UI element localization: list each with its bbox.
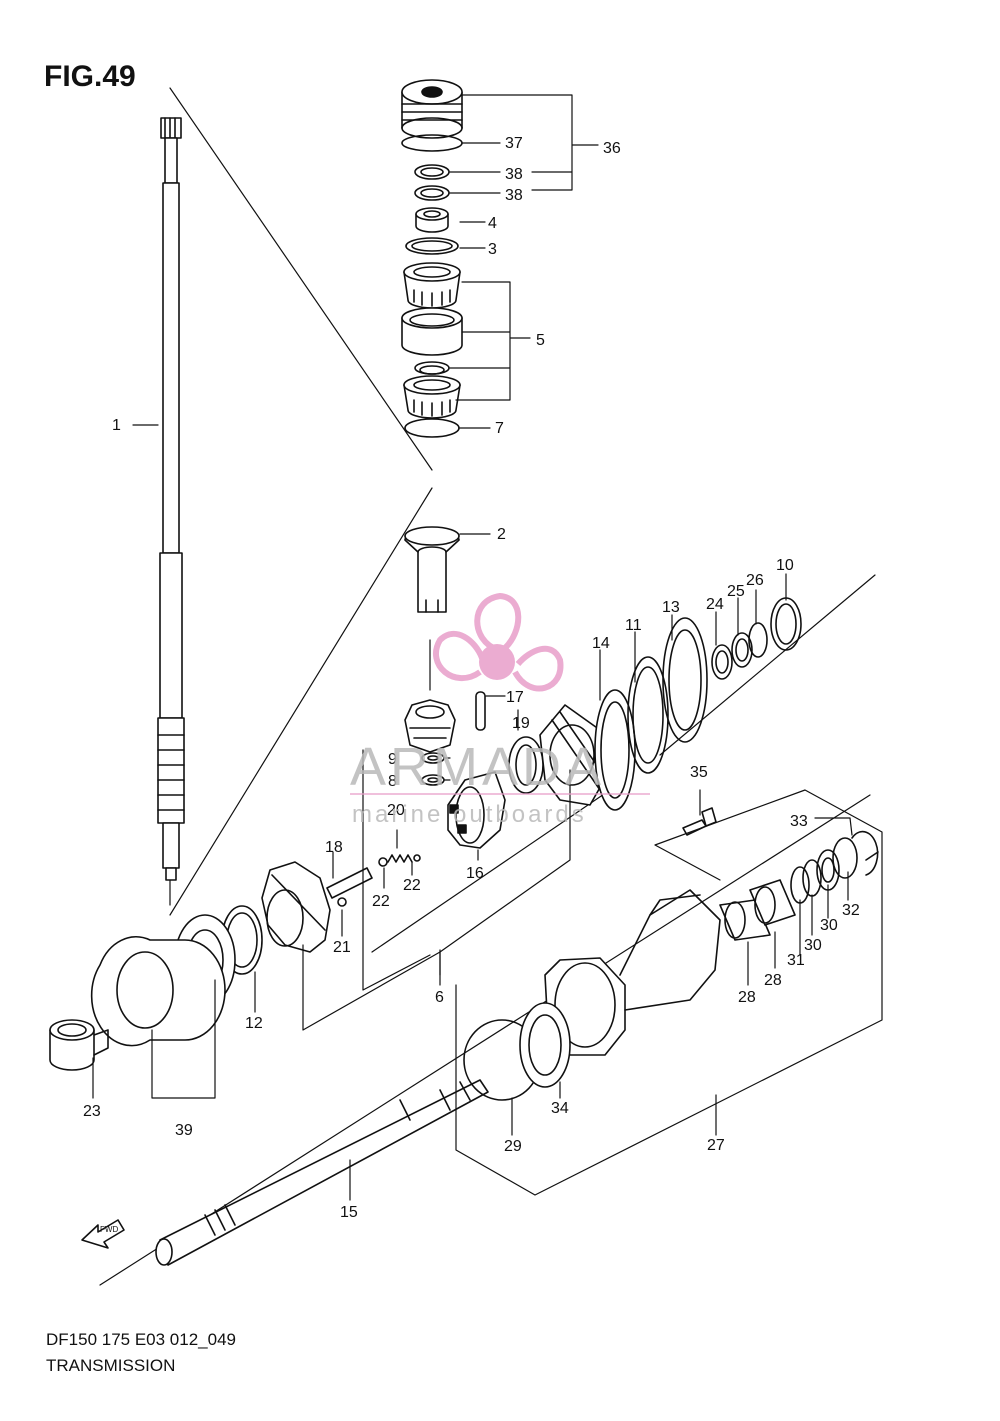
callout-38: 38 [505, 187, 523, 204]
callout-8: 8 [388, 773, 397, 790]
callout-22: 22 [403, 877, 421, 894]
construction-lines [99, 87, 876, 1286]
callout-10: 10 [776, 557, 794, 574]
taper-bearing-upper [403, 262, 461, 309]
oil-seal-34 [519, 1002, 571, 1088]
callout-labels: 1234567891011121314151617181920212222232… [83, 135, 860, 1221]
reverse-gear [261, 861, 331, 953]
snap-ring-7 [404, 418, 460, 438]
washer-9 [421, 752, 445, 764]
snap-ring-31 [790, 866, 810, 904]
spring-20 [378, 854, 421, 867]
callout-1: 1 [112, 417, 121, 434]
drive-shaft [157, 117, 185, 881]
push-rod-18 [326, 867, 373, 899]
taper-bearing-lower [403, 375, 461, 419]
callout-24: 24 [706, 596, 724, 613]
callout-31: 31 [787, 952, 805, 969]
diagram-name: TRANSMISSION [46, 1356, 176, 1375]
callout-30: 30 [820, 917, 838, 934]
callout-33: 33 [790, 813, 808, 830]
needle-bearing-28-outer [719, 899, 771, 941]
callout-5: 5 [536, 332, 545, 349]
callout-9: 9 [388, 751, 397, 768]
bearing-race-5 [401, 307, 463, 356]
pin-17 [475, 691, 486, 731]
callout-27: 27 [707, 1137, 725, 1154]
thrust-bearing-14 [594, 689, 636, 811]
propeller-logo-icon [433, 592, 564, 692]
inner-ring-5 [414, 361, 450, 375]
callout-21: 21 [333, 939, 351, 956]
callout-29: 29 [504, 1138, 522, 1155]
leader-lines [92, 94, 883, 1201]
callout-4: 4 [488, 215, 497, 232]
callout-28: 28 [764, 972, 782, 989]
callout-16: 16 [466, 865, 484, 882]
callout-23: 23 [83, 1103, 101, 1120]
o-ring-38-upper [414, 164, 450, 180]
fwd-label: FWD [100, 1225, 118, 1234]
bushing-23 [49, 1019, 109, 1071]
callout-6: 6 [435, 989, 444, 1006]
callout-17: 17 [506, 689, 524, 706]
ring-26 [748, 622, 768, 658]
fwd-arrow: FWD [81, 1219, 125, 1249]
bearing-race-39 [90, 936, 226, 1047]
callout-11: 11 [625, 617, 642, 634]
callout-12: 12 [245, 1015, 263, 1032]
sleeve-2 [404, 526, 460, 613]
diagram-code: DF150 175 E03 012_049 [46, 1330, 236, 1349]
seal-32 [832, 837, 858, 879]
washer-8 [421, 774, 445, 786]
callout-13: 13 [662, 599, 680, 616]
callout-35: 35 [690, 764, 708, 781]
watermark-tagline: marine outboards [352, 801, 587, 828]
callout-32: 32 [842, 902, 860, 919]
callout-19: 19 [512, 715, 530, 732]
watermark-brand: ARMADA [350, 737, 605, 797]
propeller-shaft-housing [544, 889, 721, 1056]
armada-watermark: ARMADA marine outboards [350, 592, 650, 828]
callout-38: 38 [505, 166, 523, 183]
callout-18: 18 [325, 839, 343, 856]
shim-13 [662, 617, 708, 743]
thrust-washer-11 [627, 656, 669, 774]
propeller-shaft-15 [155, 1079, 489, 1266]
callout-7: 7 [495, 420, 504, 437]
ring-25 [731, 632, 753, 668]
circlip-33 [851, 830, 879, 876]
callout-37: 37 [505, 135, 523, 152]
ball-21 [337, 897, 347, 907]
callout-2: 2 [497, 526, 506, 543]
figure-title: FIG.49 [44, 60, 136, 93]
bearing-housing [401, 79, 463, 139]
callout-25: 25 [727, 583, 745, 600]
callout-30: 30 [804, 937, 822, 954]
o-ring-38-lower [414, 185, 450, 201]
shim-3 [405, 237, 459, 255]
callout-39: 39 [175, 1122, 193, 1139]
needle-bearing-28-inner [749, 879, 796, 926]
callout-26: 26 [746, 572, 764, 589]
callout-28: 28 [738, 989, 756, 1006]
callout-36: 36 [603, 140, 621, 157]
ring-24 [711, 644, 733, 680]
shim-10 [770, 597, 802, 651]
callout-14: 14 [592, 635, 610, 652]
pinion-gear [404, 699, 456, 753]
nut-4 [415, 207, 449, 233]
callout-3: 3 [488, 241, 497, 258]
callout-20: 20 [387, 802, 405, 819]
callout-22: 22 [372, 893, 390, 910]
callout-34: 34 [551, 1100, 569, 1117]
callout-15: 15 [340, 1204, 358, 1221]
clutch-dog-16 [447, 771, 506, 849]
